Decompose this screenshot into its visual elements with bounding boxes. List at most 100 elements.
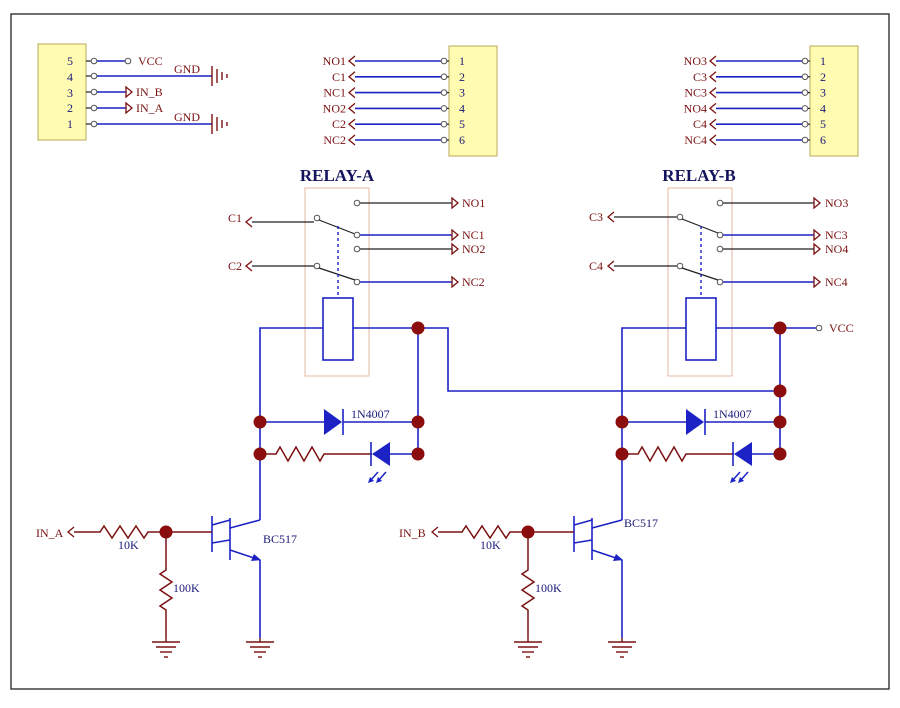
net-label-gnd-bottom: GND [174, 110, 200, 124]
relay-a-circuit: RELAY-A C1 NO1 NC1 NO2 C2 NC2 [36, 166, 780, 658]
net-label-c4: C4 [589, 259, 603, 273]
relay-b-circuit: RELAY-B C3 NO3 NC3 NO4 C4 NC4 [399, 166, 854, 658]
net-label: NC1 [323, 86, 346, 100]
port-arrow-icon [347, 134, 356, 146]
port-arrow-icon [813, 196, 822, 210]
port-arrow-icon [451, 228, 460, 242]
ground-icon [514, 638, 542, 658]
net-label-no2: NO2 [462, 242, 485, 256]
port-arrow-icon [708, 87, 717, 99]
net-label-c3: C3 [589, 210, 603, 224]
relay-b-coil [685, 297, 717, 361]
vcc-port-icon [124, 57, 132, 65]
port-arrow-icon [708, 118, 717, 130]
port-arrow-icon [813, 228, 822, 242]
net-label-vcc: VCC [138, 54, 163, 68]
port-arrow-icon [125, 85, 134, 99]
relay-a-base-resistor-label: 10K [118, 538, 139, 552]
connector-left-pin: 1 [67, 117, 73, 131]
connector-left-pin: 2 [67, 101, 73, 115]
port-arrow-icon [708, 71, 717, 83]
connector-left-pin: 4 [67, 70, 73, 84]
connector-right-body [809, 45, 859, 157]
relay-a-transistor-label: BC517 [263, 532, 297, 546]
port-arrow-icon [451, 275, 460, 289]
port-arrow-icon [347, 71, 356, 83]
relay-b-title: RELAY-B [662, 166, 735, 185]
net-label-in-b-input: IN_B [399, 526, 426, 540]
diode-icon [324, 409, 342, 435]
net-label: NC3 [684, 86, 707, 100]
net-label-no3: NO3 [825, 196, 848, 210]
connector-pin: 3 [459, 86, 465, 100]
connector-left-pin: 5 [67, 54, 73, 68]
port-arrow-icon [451, 196, 460, 210]
port-arrow-icon [66, 526, 75, 538]
net-label: C2 [332, 117, 346, 131]
port-arrow-icon [347, 102, 356, 114]
net-label-vcc-supply: VCC [829, 321, 854, 335]
net-label-c2: C2 [228, 259, 242, 273]
relay-b-diode-label: 1N4007 [713, 407, 752, 421]
connector-pin: 5 [820, 117, 826, 131]
relay-a-diode-label: 1N4007 [351, 407, 390, 421]
connector-pin: 5 [459, 117, 465, 131]
net-label-nc2: NC2 [462, 275, 485, 289]
connector-pin: 1 [459, 54, 465, 68]
port-arrow-icon [244, 260, 253, 272]
connector-pin: 4 [459, 101, 465, 115]
connector-pin: 4 [820, 101, 826, 115]
relay-a-pulldown-label: 100K [173, 581, 200, 595]
port-arrow-icon [430, 526, 439, 538]
ground-icon [246, 638, 274, 658]
net-label: C1 [332, 70, 346, 84]
port-arrow-icon [125, 101, 134, 115]
connector-left-body [37, 43, 87, 141]
port-arrow-icon [347, 55, 356, 67]
port-arrow-icon [708, 134, 717, 146]
port-arrow-icon [708, 102, 717, 114]
net-label-nc3: NC3 [825, 228, 848, 242]
relay-b-transistor-label: BC517 [624, 516, 658, 530]
port-arrow-icon [347, 87, 356, 99]
connector-pin: 3 [820, 86, 826, 100]
port-arrow-icon [813, 242, 822, 256]
connector-left: 5 4 3 2 1 VCC GND IN_B IN_A [37, 43, 228, 141]
port-arrow-icon [451, 242, 460, 256]
net-label: NC4 [684, 133, 707, 147]
connector-pin: 6 [459, 133, 465, 147]
vcc-port-icon [815, 324, 823, 332]
net-label-c1: C1 [228, 211, 242, 225]
net-label: C3 [693, 70, 707, 84]
port-arrow-icon [813, 275, 822, 289]
port-arrow-icon [708, 55, 717, 67]
led-icon [734, 442, 752, 466]
led-icon [372, 442, 390, 466]
net-label-in-a-input: IN_A [36, 526, 64, 540]
connector-left-pin: 3 [67, 86, 73, 100]
net-label-in-a: IN_A [136, 101, 164, 115]
net-label: NO1 [323, 54, 346, 68]
ground-icon [608, 638, 636, 658]
net-label-no4: NO4 [825, 242, 848, 256]
net-label-gnd-top: GND [174, 62, 200, 76]
net-label-no1: NO1 [462, 196, 485, 210]
port-arrow-icon [347, 118, 356, 130]
sheet-border [10, 13, 890, 690]
net-label-in-b: IN_B [136, 85, 163, 99]
relay-b-pulldown-label: 100K [535, 581, 562, 595]
ground-icon [211, 114, 228, 134]
connector-pin: 2 [459, 70, 465, 84]
diode-icon [686, 409, 704, 435]
connector-pin: 2 [820, 70, 826, 84]
net-label: C4 [693, 117, 707, 131]
port-arrow-icon [606, 260, 615, 272]
port-arrow-icon [244, 216, 253, 228]
net-label: NO2 [323, 101, 346, 115]
port-arrow-icon [606, 211, 615, 223]
relay-a-title: RELAY-A [300, 166, 375, 185]
